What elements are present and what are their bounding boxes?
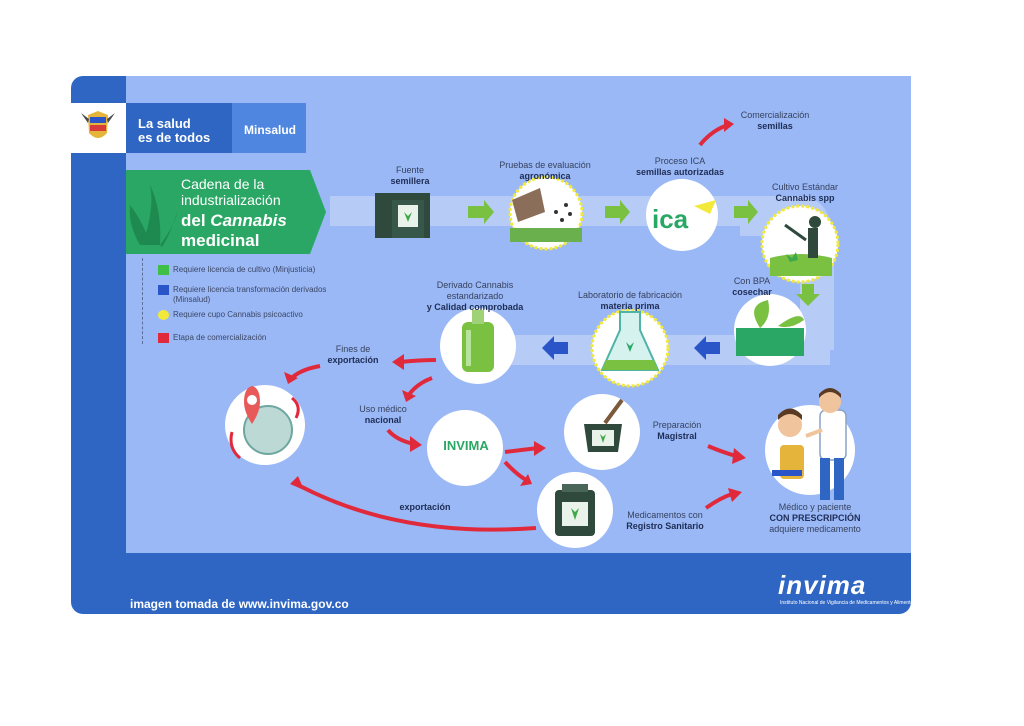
title-line3: medicinal	[181, 231, 260, 250]
legend-item-cultivo: Requiere licencia de cultivo (Minjustici…	[158, 265, 315, 275]
legend-swatch-red	[158, 333, 169, 343]
road-middle	[450, 335, 830, 365]
colombia-coat-of-arms-logo	[71, 103, 126, 153]
ministry-badge: Minsalud	[232, 103, 306, 153]
road-top	[330, 196, 770, 226]
legend-swatch-yellow	[158, 310, 169, 320]
legend-item-comercializacion: Etapa de comercialización	[158, 333, 266, 343]
legend	[142, 258, 343, 344]
legend-swatch-green	[158, 265, 169, 275]
invima-footer-subtitle: Instituto Nacional de Vigilancia de Medi…	[780, 600, 916, 606]
invima-footer-logo: invima	[778, 570, 867, 600]
source-caption: imagen tomada de www.invima.gov.co	[130, 597, 349, 611]
invima-badge-text: INVIMA	[443, 438, 489, 453]
road-right-vertical	[800, 226, 834, 350]
legend-item-cupo: Requiere cupo Cannabis psicoactivo	[158, 310, 310, 320]
legend-item-transformacion: Requiere licencia transformación derivad…	[158, 285, 335, 305]
title-line2: del Cannabis	[181, 211, 287, 230]
label-exportacion: exportación	[399, 502, 451, 512]
legend-swatch-blue	[158, 285, 169, 295]
